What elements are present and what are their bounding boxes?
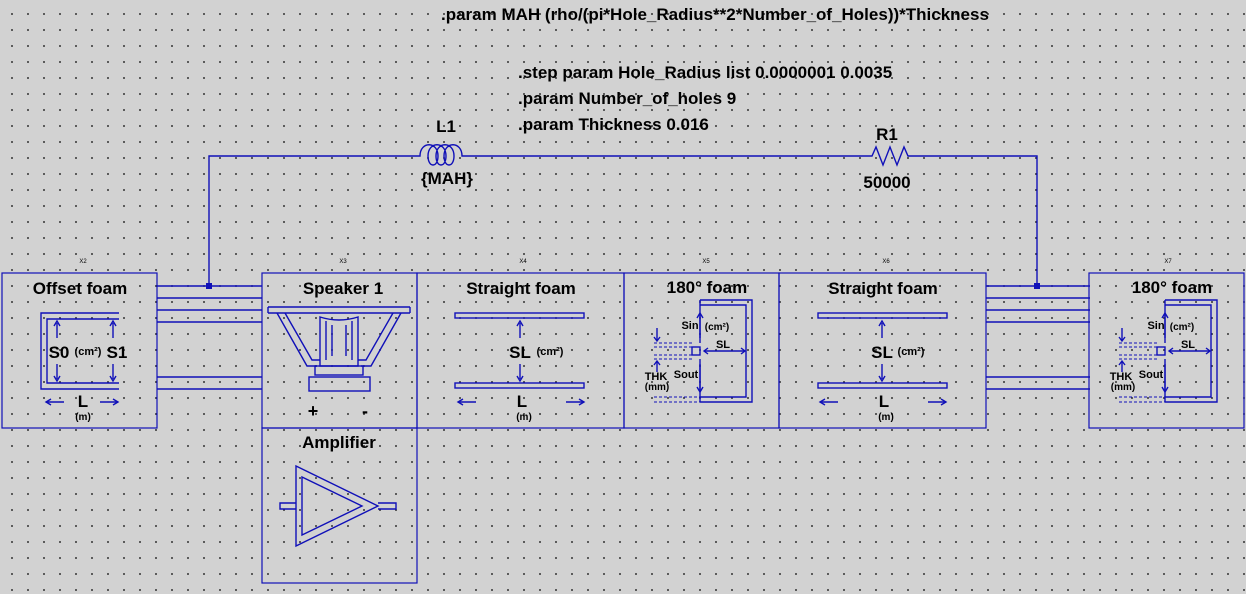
sl-label: SL bbox=[509, 343, 531, 362]
resistor-r1[interactable] bbox=[865, 145, 913, 167]
inductor-value: {MAH} bbox=[421, 169, 473, 188]
speaker-minus-terminal: - bbox=[362, 401, 368, 421]
bus-wires-right[interactable] bbox=[986, 285, 1090, 390]
s1-label: S1 bbox=[107, 343, 128, 362]
refdes-x5: X5 bbox=[702, 259, 710, 265]
step-directive[interactable]: .step param Hole_Radius list 0.0000001 0… bbox=[518, 63, 893, 82]
length-unit-label: (m) bbox=[878, 412, 894, 423]
param-thickness-directive[interactable]: .param Thickness 0.016 bbox=[518, 115, 709, 134]
area-unit-label: (cm²) bbox=[75, 346, 102, 358]
sl-label: SL bbox=[1181, 339, 1195, 351]
thk-label: THK bbox=[1110, 371, 1133, 383]
refdes-x2: X2 bbox=[79, 259, 87, 265]
straight-foam-1-block[interactable]: Straight foam SL (cm²) L (m) bbox=[416, 272, 625, 429]
inductor-l1[interactable] bbox=[417, 144, 481, 166]
s0-label: S0 bbox=[49, 343, 70, 362]
area-unit-label: (cm²) bbox=[1170, 322, 1194, 333]
refdes-x3: X3 bbox=[339, 259, 347, 265]
bus-wires-left[interactable] bbox=[157, 285, 262, 390]
refdes-x6: X6 bbox=[882, 259, 890, 265]
speaker-icon bbox=[267, 306, 411, 392]
area-unit-label: (cm²) bbox=[705, 322, 729, 333]
sin-label: Sin bbox=[681, 320, 698, 332]
length-label: L bbox=[879, 392, 889, 411]
resistor-value: 50000 bbox=[863, 173, 910, 192]
sl-label: SL bbox=[871, 343, 893, 362]
straight-foam-1-title: Straight foam bbox=[466, 279, 576, 298]
amplifier-block[interactable]: Amplifier bbox=[261, 427, 418, 584]
straight-foam-2-block[interactable]: Straight foam SL (cm²) L (m) bbox=[778, 272, 987, 429]
sout-label: Sout bbox=[674, 369, 699, 381]
foam-180-1-block[interactable]: 180° foam Sin (cm²) SL THK (mm) Sout bbox=[623, 272, 780, 429]
amplifier-title: Amplifier bbox=[302, 433, 376, 452]
refdes-x4: X4 bbox=[519, 259, 527, 265]
foam-180-2-block[interactable]: 180° foam Sin (cm²) SL THK (mm) Sout bbox=[1088, 272, 1245, 429]
speaker-block[interactable]: Speaker 1 + - bbox=[261, 272, 418, 429]
amplifier-icon bbox=[279, 464, 397, 548]
inductor-name: L1 bbox=[436, 117, 456, 136]
thk-unit-label: (mm) bbox=[645, 382, 669, 393]
sl-label: SL bbox=[716, 339, 730, 351]
thk-unit-label: (mm) bbox=[1111, 382, 1135, 393]
speaker-plus-terminal: + bbox=[308, 401, 319, 421]
sout-label: Sout bbox=[1139, 369, 1164, 381]
length-unit-label: (m) bbox=[516, 412, 532, 423]
foam-180-2-title: 180° foam bbox=[1132, 278, 1213, 297]
length-label: L bbox=[517, 392, 527, 411]
param-holes-directive[interactable]: .param Number_of_holes 9 bbox=[518, 89, 737, 108]
thk-label: THK bbox=[645, 371, 668, 383]
length-label: L bbox=[78, 392, 88, 411]
straight-foam-2-title: Straight foam bbox=[828, 279, 938, 298]
foam-180-1-title: 180° foam bbox=[667, 278, 748, 297]
offset-foam-title: Offset foam bbox=[33, 279, 127, 298]
sin-label: Sin bbox=[1147, 320, 1164, 332]
wire-top[interactable] bbox=[208, 155, 1038, 286]
length-unit-label: (m) bbox=[75, 412, 91, 423]
area-unit-label: (cm²) bbox=[537, 346, 564, 358]
refdes-x7: X7 bbox=[1164, 259, 1172, 265]
offset-foam-block[interactable]: Offset foam S0 (cm²) S1 L (m) bbox=[1, 272, 158, 429]
speaker-title: Speaker 1 bbox=[303, 279, 383, 298]
area-unit-label: (cm²) bbox=[898, 346, 925, 358]
resistor-name: R1 bbox=[876, 125, 898, 144]
param-mah-directive[interactable]: .param MAH (rho/(pi*Hole_Radius**2*Numbe… bbox=[441, 5, 989, 24]
